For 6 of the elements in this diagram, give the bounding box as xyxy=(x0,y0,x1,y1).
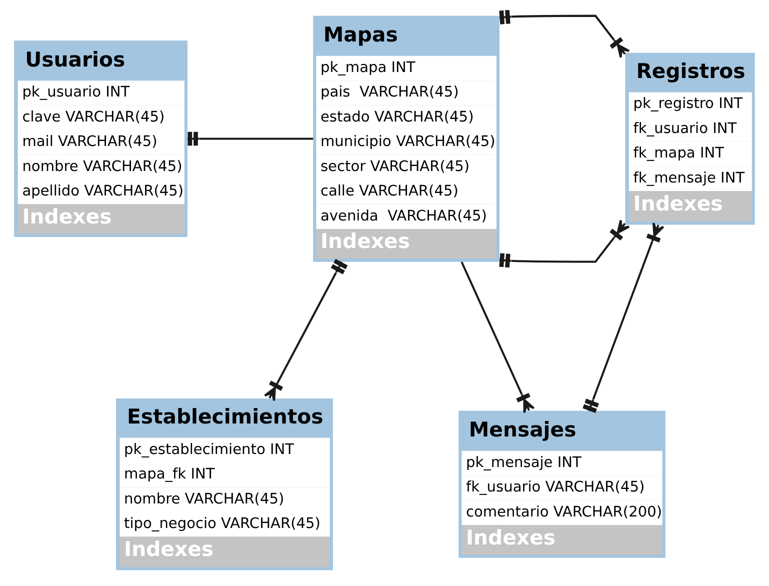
connector xyxy=(499,10,630,58)
connector xyxy=(499,219,630,268)
connector xyxy=(188,132,314,146)
connector xyxy=(582,222,664,413)
connector xyxy=(264,258,348,402)
connector xyxy=(460,262,535,414)
